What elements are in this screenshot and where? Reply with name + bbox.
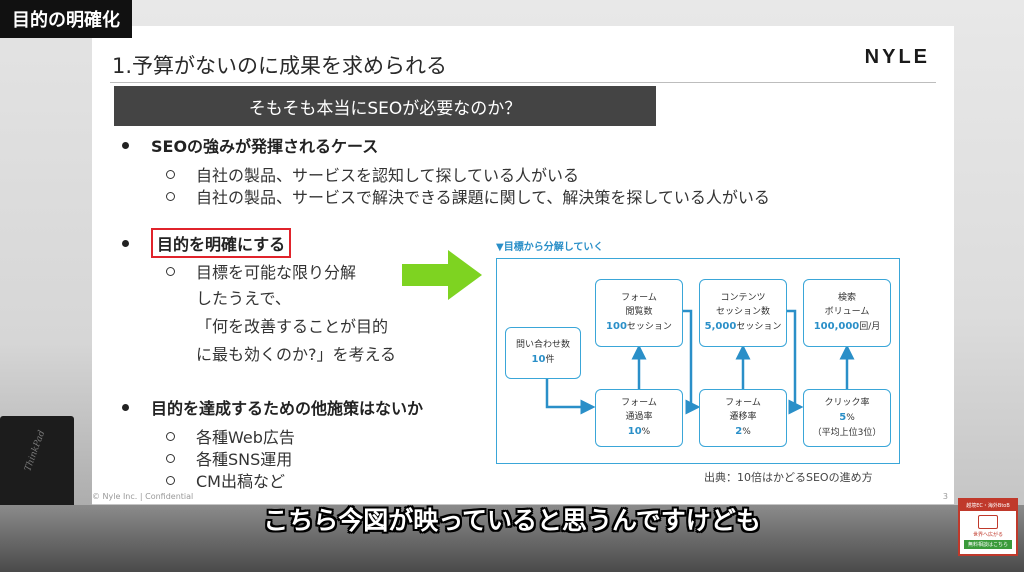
slide-footer-copyright: © Nyle Inc. | Confidential xyxy=(92,492,194,501)
laptop: ThinkPad xyxy=(0,416,74,516)
sub-item-line: したうえで、 xyxy=(196,289,291,308)
node-form-transition-rate: フォーム 遷移率 2% xyxy=(699,389,787,447)
sub-bullet-icon xyxy=(166,475,175,485)
bullet-seo-strengths: SEOの強みが発揮されるケース xyxy=(122,133,378,157)
sub-bullet-icon xyxy=(166,191,175,201)
brand-logo: NYLE xyxy=(864,46,930,68)
sub-item: CM出稿など xyxy=(166,468,285,492)
node-search-volume: 検索 ボリューム 100,000回/月 xyxy=(803,279,891,347)
ad-headline: 越境EC・海外BtoB xyxy=(960,500,1016,511)
bullet-clarify-goal: 目的を明確にする xyxy=(122,228,292,258)
slide-page-number: 3 xyxy=(942,492,948,501)
slide-title: 1.予算がないのに成果を求められる xyxy=(112,54,448,78)
ad-cta[interactable]: 無料相談はこちら xyxy=(964,540,1012,549)
presentation-slide: 1.予算がないのに成果を求められる NYLE そもそも本当にSEOが必要なのか？… xyxy=(92,26,954,504)
bullet-other-measures: 目的を達成するための他施策はないか xyxy=(122,395,423,419)
video-subtitle: こちら今図が映っていると思うんですけども xyxy=(263,506,761,535)
bullet-dot-icon xyxy=(122,141,129,149)
sub-item: 自社の製品、サービスで解決できる課題に関して、解決策を探している人がいる xyxy=(166,184,770,208)
question-banner: そもそも本当にSEOが必要なのか？ xyxy=(114,86,656,126)
sub-item: 各種Web広告 xyxy=(166,424,295,448)
desk xyxy=(0,505,1024,572)
sub-bullet-icon xyxy=(166,266,175,276)
node-form-views: フォーム 閲覧数 100セッション xyxy=(595,279,683,347)
sub-item-line: 「何を改善することが目的 xyxy=(196,317,389,336)
corner-topic-tag: 目的の明確化 xyxy=(0,0,132,38)
sub-bullet-icon xyxy=(166,453,175,463)
green-arrow-icon xyxy=(402,250,482,300)
node-form-pass-rate: フォーム 通過率 10% xyxy=(595,389,683,447)
node-content-sessions: コンテンツ セッション数 5,000セッション xyxy=(699,279,787,347)
node-click-rate: クリック率 5% （平均上位3位） xyxy=(803,389,891,447)
diagram-caption: ▼目標から分解していく xyxy=(496,242,604,253)
sub-bullet-icon xyxy=(166,169,175,179)
goal-breakdown-diagram: 問い合わせ数 10件 フォーム 閲覧数 100セッション フォーム 通過率 10… xyxy=(496,258,900,464)
diagram-connectors xyxy=(545,309,855,415)
diagram-source: 出典：10倍はかどるSEOの進め方 xyxy=(704,471,873,484)
laptop-logo: ThinkPad xyxy=(23,429,48,473)
chat-icon xyxy=(978,515,998,529)
sub-bullet-icon xyxy=(166,431,175,441)
sub-item: 自社の製品、サービスを認知して探している人がいる xyxy=(166,162,579,186)
ad-tagline: 世界へ広がる xyxy=(972,532,1003,538)
highlighted-bullet-text: 目的を明確にする xyxy=(151,228,292,258)
sub-item: 目標を可能な限り分解 xyxy=(166,259,356,283)
title-divider xyxy=(110,82,936,83)
sub-item-line: に最も効くのか?」を考える xyxy=(196,345,397,364)
bullet-dot-icon xyxy=(122,403,129,411)
consultation-ad-banner[interactable]: 越境EC・海外BtoB 世界へ広がる 無料相談はこちら xyxy=(958,498,1018,556)
bullet-text: SEOの強みが発揮されるケース xyxy=(151,137,379,156)
sub-item: 各種SNS運用 xyxy=(166,446,292,470)
bullet-dot-icon xyxy=(122,239,129,247)
node-inquiries: 問い合わせ数 10件 xyxy=(505,327,581,379)
